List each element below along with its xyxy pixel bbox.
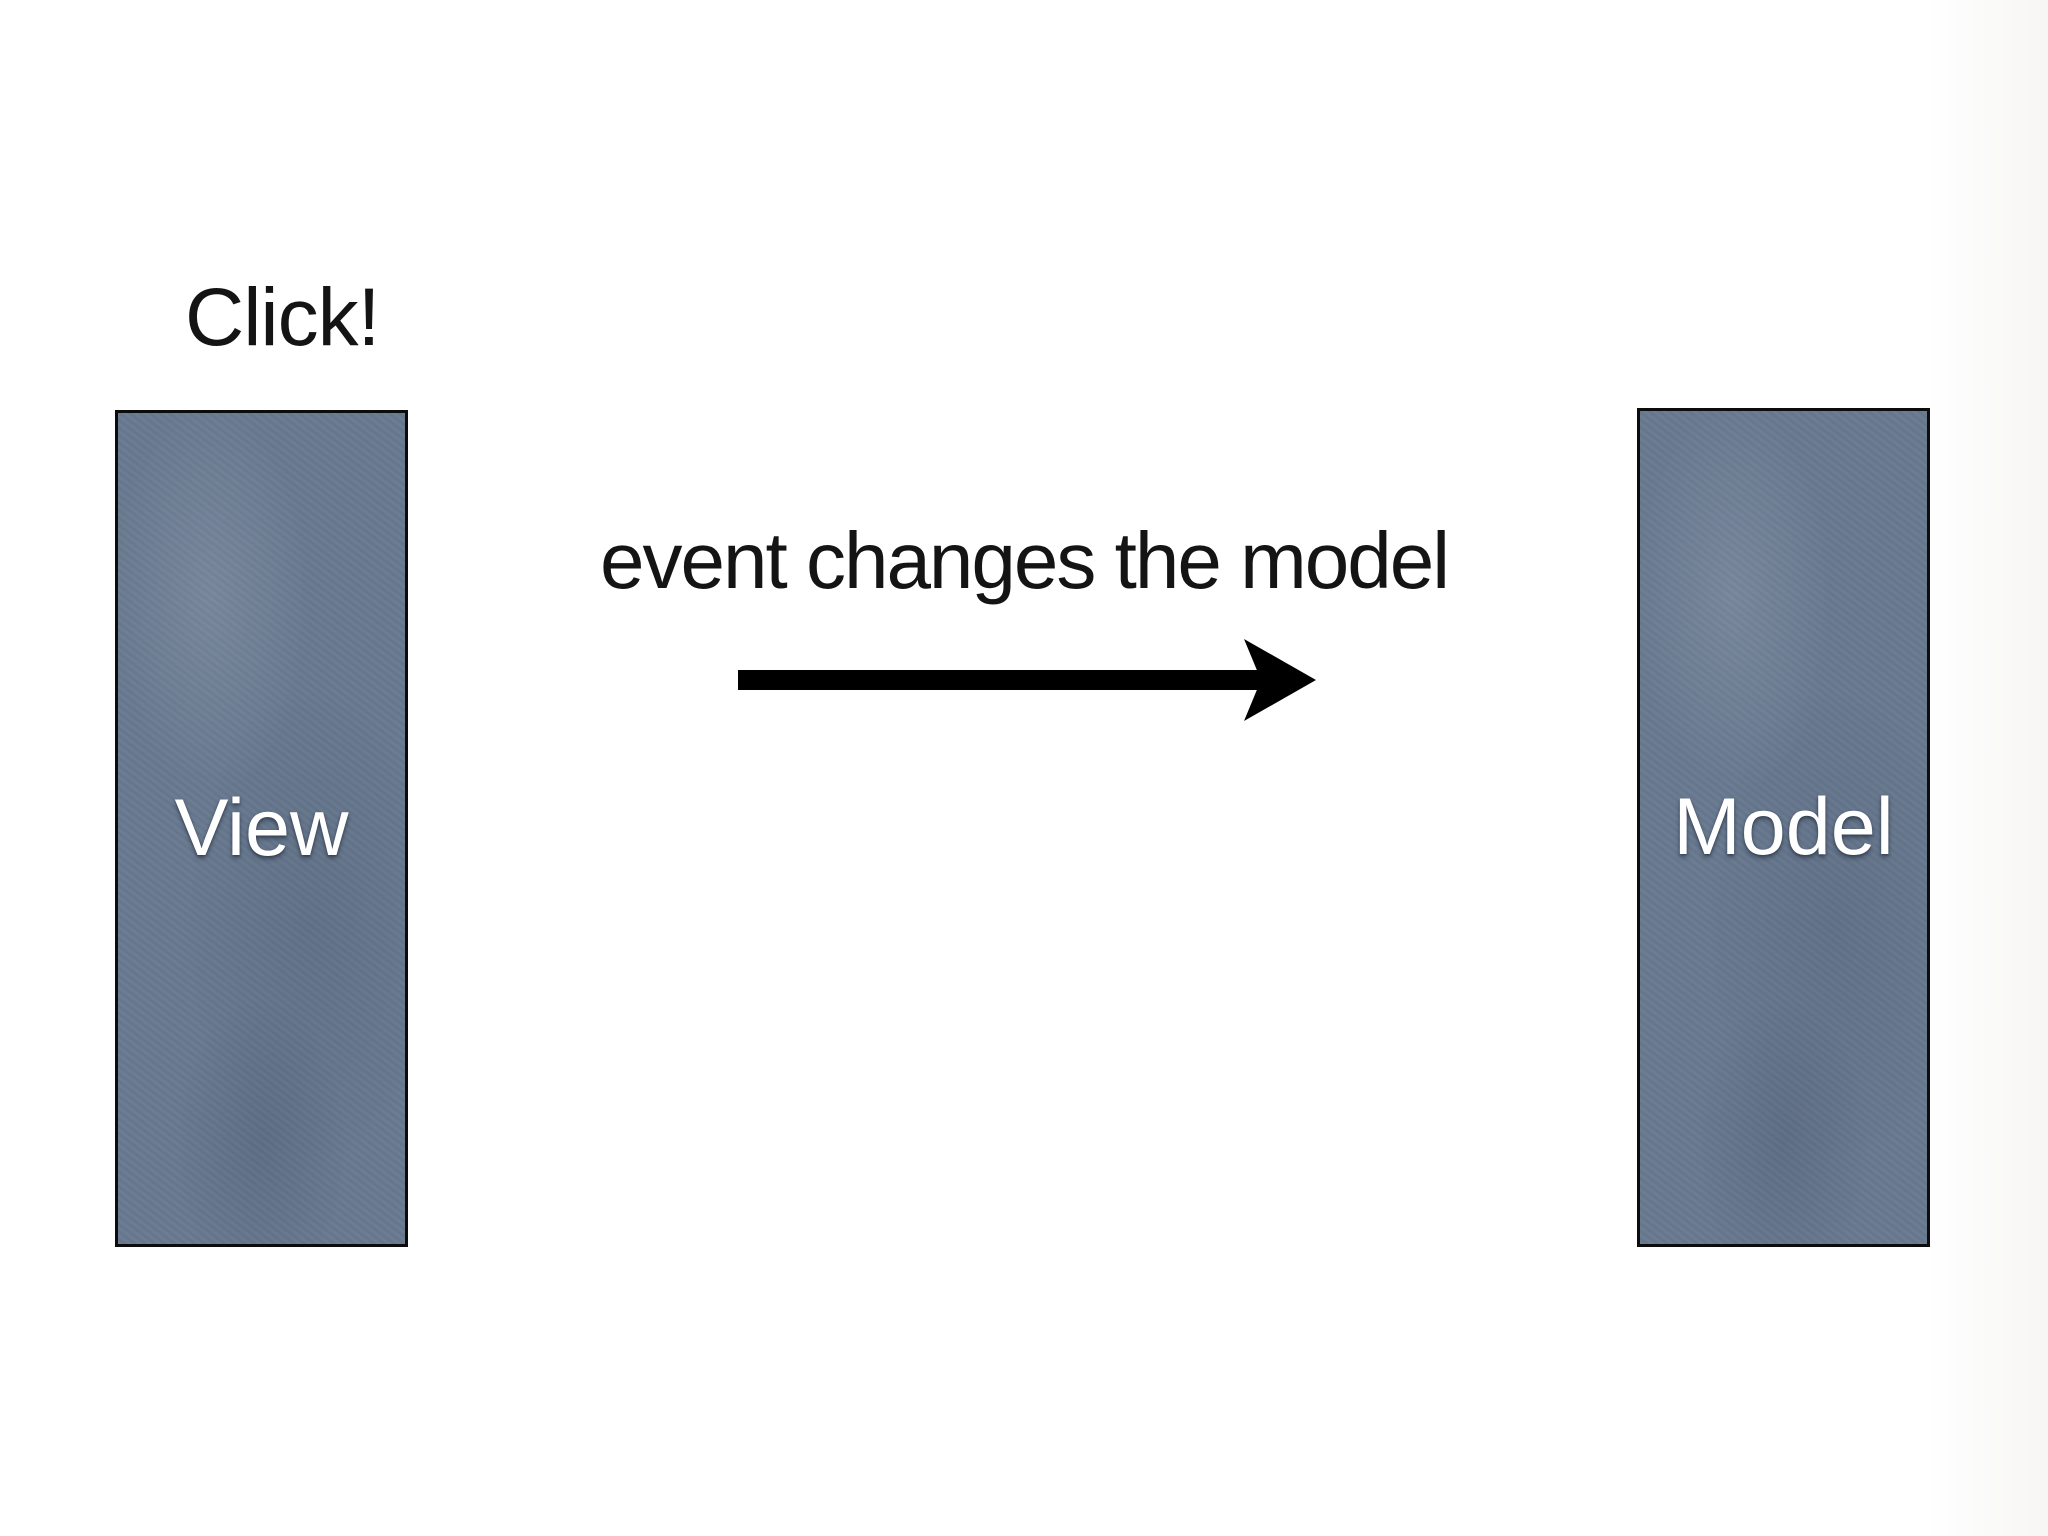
event-arrow-label: event changes the model (600, 516, 1450, 605)
event-arrow-icon (738, 639, 1316, 721)
click-label: Click! (185, 272, 380, 363)
view-box: View (115, 410, 408, 1247)
model-box-label: Model (1673, 782, 1894, 872)
model-box: Model (1637, 408, 1930, 1247)
view-box-label: View (174, 783, 349, 873)
arrowhead-icon (1244, 639, 1316, 721)
